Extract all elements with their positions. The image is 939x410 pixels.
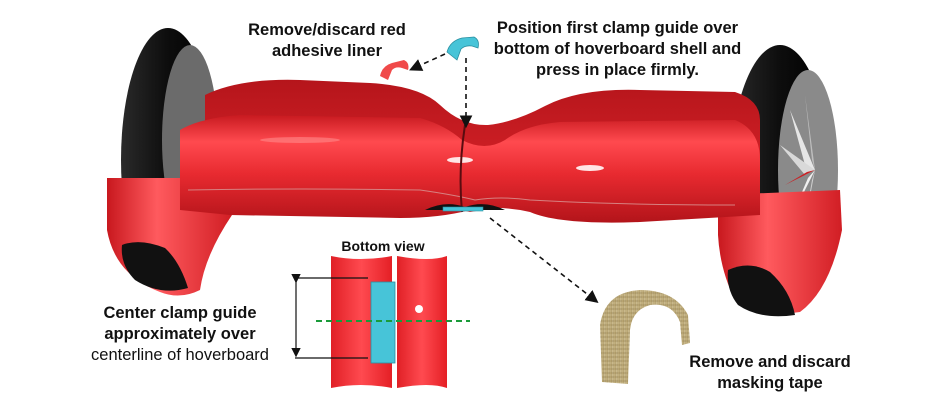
adhesive-liner-part <box>380 60 409 80</box>
clamp-guide-part <box>446 36 479 61</box>
highlight <box>576 165 604 171</box>
center-instruction: Center clamp guide approximately over ce… <box>70 303 290 366</box>
bottom-view-clamp-guide <box>370 281 396 364</box>
bottom-view-title: Bottom view <box>341 238 425 254</box>
position-instruction-line: Position first clamp guide over <box>496 19 739 37</box>
shell-seam <box>187 188 736 206</box>
masking-tape <box>600 290 690 384</box>
arrow-to-liner <box>409 53 446 71</box>
tape-instruction: Remove and discard masking tape <box>665 352 875 394</box>
highlight <box>260 137 340 143</box>
center-instruction-line: approximately over <box>104 325 256 343</box>
position-instruction-line: bottom of hoverboard shell and <box>493 40 742 58</box>
tape-instruction-line: Remove and discard <box>689 353 851 371</box>
liner-instruction-line: adhesive liner <box>271 42 383 60</box>
shell-split-line <box>459 124 466 213</box>
bottom-view-hole <box>415 305 423 313</box>
right-wheel <box>718 45 842 317</box>
right-fender-tire-cutout <box>727 265 795 317</box>
liner-instruction: Remove/discard red adhesive liner <box>222 20 432 62</box>
position-instruction-line: press in place firmly. <box>536 61 699 79</box>
position-instruction: Position first clamp guide over bottom o… <box>480 18 755 81</box>
liner-instruction-line: Remove/discard red <box>248 21 406 39</box>
installed-clamp-guide <box>442 206 484 212</box>
bottom-view-inset <box>291 256 470 388</box>
center-instruction-line: Center clamp guide <box>103 304 257 322</box>
tape-instruction-line: masking tape <box>717 374 823 392</box>
arrow-to-tape <box>489 217 599 303</box>
highlight <box>447 157 473 163</box>
masking-tape-part <box>600 290 690 384</box>
left-fender-tire-cutout <box>121 242 188 291</box>
hoverboard-shell <box>180 79 760 223</box>
center-instruction-line: centerline of hoverboard <box>91 346 269 364</box>
